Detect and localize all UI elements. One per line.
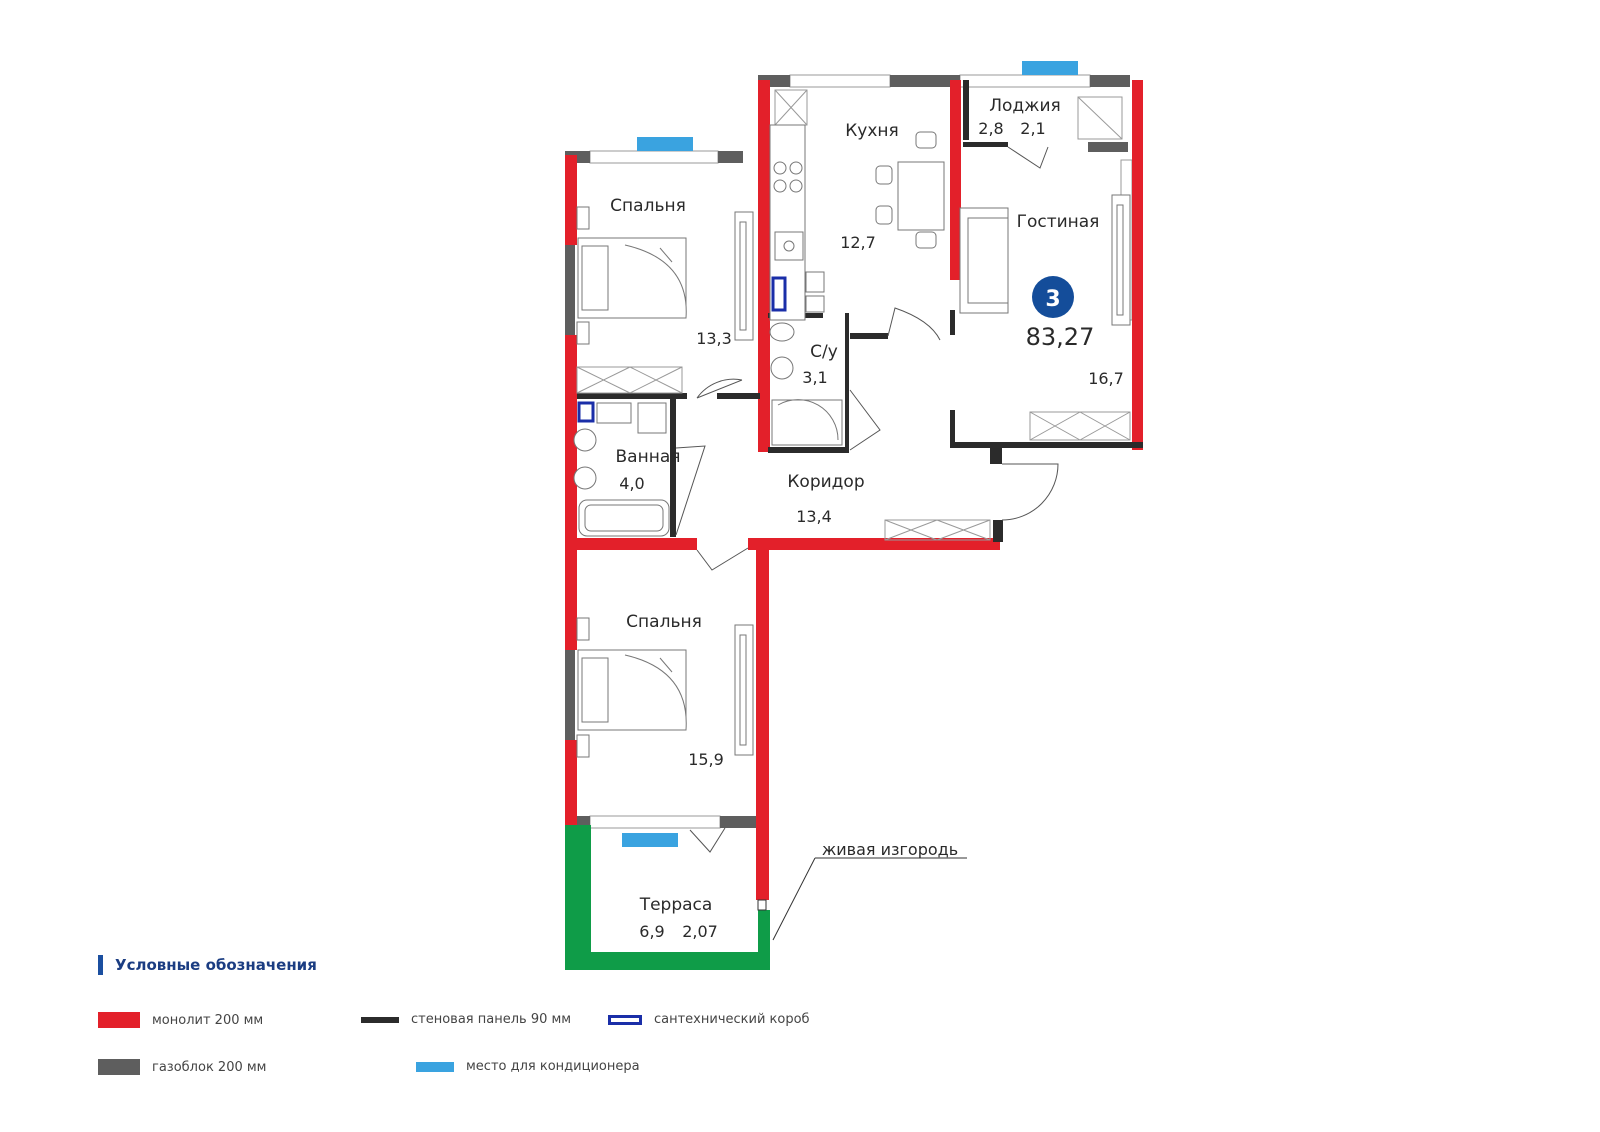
legend-label: газоблок 200 мм bbox=[152, 1059, 267, 1075]
doors bbox=[675, 146, 1059, 853]
gasblock-walls bbox=[565, 75, 1130, 828]
wardrobes bbox=[576, 89, 1131, 541]
monolith-swatch bbox=[98, 1012, 140, 1028]
legend-label: стеновая панель 90 мм bbox=[411, 1012, 572, 1027]
monolith-walls bbox=[565, 80, 1143, 900]
kitchen-label: Кухня bbox=[845, 121, 899, 141]
plumbing-ducts bbox=[577, 276, 787, 423]
total-area: 83,27 bbox=[1026, 323, 1095, 351]
duct-swatch bbox=[608, 1014, 642, 1025]
wc-label: С/у bbox=[810, 342, 838, 362]
kitchen-area: 12,7 bbox=[840, 233, 876, 252]
legend-label: сантехнический короб bbox=[654, 1012, 810, 1027]
rooms-count: 3 bbox=[1045, 287, 1060, 312]
wc-area: 3,1 bbox=[802, 368, 827, 387]
bedroom-bottom-area: 15,9 bbox=[688, 750, 724, 769]
gasblock-swatch bbox=[98, 1059, 140, 1075]
loggia-area-1: 2,8 bbox=[978, 119, 1003, 138]
panel-swatch bbox=[361, 1016, 399, 1023]
legend-item-duct: сантехнический короб bbox=[608, 1012, 810, 1027]
legend-title: Условные обозначения bbox=[98, 955, 317, 975]
hedge-label: живая изгородь bbox=[822, 840, 958, 859]
legend: Условные обозначения монолит 200 мм стен… bbox=[98, 955, 998, 1105]
corridor-area: 13,4 bbox=[796, 507, 832, 526]
legend-label: монолит 200 мм bbox=[152, 1012, 264, 1028]
bedroom-bottom-label: Спальня bbox=[626, 612, 702, 632]
ac-places bbox=[622, 61, 1078, 847]
terrace-walls bbox=[565, 825, 770, 970]
legend-item-panel: стеновая панель 90 мм bbox=[361, 1012, 571, 1027]
bedroom-top-area: 13,3 bbox=[696, 329, 732, 348]
rooms-count-badge bbox=[1032, 276, 1074, 318]
loggia-label: Лоджия bbox=[989, 96, 1061, 116]
bathroom-area: 4,0 bbox=[619, 474, 644, 493]
living-room-area: 16,7 bbox=[1088, 369, 1124, 388]
bathroom-label: Ванная bbox=[616, 447, 681, 467]
terrace-area-2: 2,07 bbox=[682, 922, 718, 941]
bedroom-top-label: Спальня bbox=[610, 196, 686, 216]
furniture bbox=[573, 124, 1131, 758]
corridor-label: Коридор bbox=[787, 472, 864, 492]
legend-label: место для кондиционера bbox=[466, 1059, 640, 1074]
living-room-label: Гостиная bbox=[1017, 212, 1100, 232]
legend-item-monolith: монолит 200 мм bbox=[98, 1012, 263, 1028]
terrace-area-1: 6,9 bbox=[639, 922, 664, 941]
legend-item-gasblock: газоблок 200 мм bbox=[98, 1059, 267, 1075]
ac-swatch bbox=[416, 1061, 454, 1072]
legend-item-ac: место для кондиционера bbox=[416, 1059, 640, 1074]
terrace-label: Терраса bbox=[639, 895, 713, 915]
hedge-leader-line bbox=[772, 857, 967, 941]
loggia-area-2: 2,1 bbox=[1020, 119, 1045, 138]
